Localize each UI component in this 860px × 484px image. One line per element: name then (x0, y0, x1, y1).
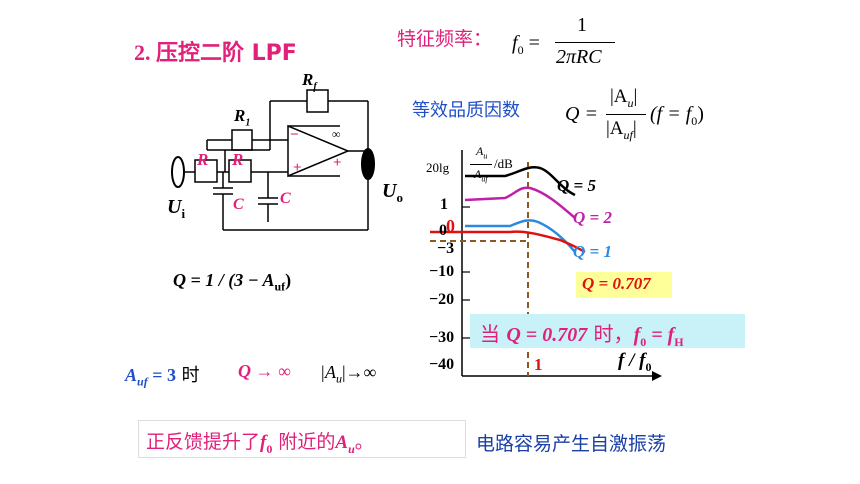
label-ui: Ui (167, 196, 186, 221)
quality-lhs: Q = (565, 103, 598, 125)
quality-fraction-bar (606, 114, 646, 115)
opamp-plus: + (333, 155, 342, 171)
tick-minus3: −3 (437, 240, 455, 257)
q0707-label-box (576, 272, 672, 298)
x-axis-arrow (652, 371, 662, 381)
plot-ylabel-num: Au (476, 144, 488, 161)
char-freq-fraction-bar (555, 42, 615, 43)
opamp-inf: ∞ (332, 127, 341, 141)
plot-ylabel-unit: /dB (494, 156, 513, 171)
label-q1: Q = 1 (573, 242, 612, 261)
char-freq-num: 1 (577, 14, 587, 36)
note-box (470, 314, 745, 348)
tick-minus20: −20 (429, 291, 455, 308)
label-r-mid: R (232, 150, 244, 169)
tick-0-red: 0 (446, 216, 455, 236)
label-c-left: C (233, 196, 244, 213)
curve-q5 (465, 166, 576, 197)
opamp-minus: − (290, 127, 299, 143)
slide-title: 2. 压控二阶 LPF (134, 35, 297, 67)
tick-minus30: −30 (429, 329, 455, 346)
curve-q1 (465, 219, 576, 253)
tick-0: 0 (439, 222, 447, 239)
quality-label: 等效品质因数 (412, 100, 520, 121)
resistor-r-mid (228, 159, 252, 183)
x-tick-1: 1 (534, 355, 543, 374)
resistor-r-left (194, 159, 218, 183)
bottom-left-text: 正反馈提升了f0 附近的Au。 (146, 431, 374, 456)
tick-1: 1 (440, 196, 448, 213)
plot-ylabel-den: Auf (474, 167, 488, 184)
label-uo: Uo (382, 180, 403, 205)
curve-q0707 (430, 230, 586, 254)
label-q0707: Q = 0.707 (582, 274, 651, 293)
quality-condition: (f = f0) (650, 103, 704, 128)
tick-minus40: −40 (429, 356, 455, 373)
title-text: 压控二阶 LPF (156, 41, 297, 66)
opamp-plus-dot: + (293, 160, 302, 176)
plot-ylabel-prefix: 20lg (426, 160, 450, 175)
au-infinity: |Au|→∞ (320, 362, 377, 386)
note-text: 当 Q = 0.707 时，f0 = fH (480, 322, 684, 349)
output-terminal (361, 148, 375, 180)
tick-minus10: −10 (429, 263, 455, 280)
title-number: 2. (134, 40, 151, 65)
auf-line: Auf = 3 时 (125, 365, 200, 389)
label-rf: Rf (302, 70, 317, 93)
label-q2: Q = 2 (573, 208, 612, 227)
char-freq-lhs: f0 = (512, 32, 540, 57)
quality-num: |Au| (610, 86, 638, 110)
label-r1: R1 (234, 106, 251, 129)
char-freq-label: 特征频率： (397, 28, 493, 50)
char-freq-den: 2πRC (556, 46, 602, 68)
label-c-right: C (280, 190, 291, 207)
bottom-left-box (138, 420, 466, 458)
quality-den: |Auf| (606, 118, 637, 142)
op-amp (287, 124, 350, 178)
plot-ylabel-bar (470, 164, 492, 165)
label-q5: Q = 5 (557, 176, 596, 195)
x-axis-label: f / f0 (618, 350, 652, 374)
curve-q2 (464, 186, 576, 219)
input-terminal (171, 156, 185, 188)
q-infinity: Q → ∞ (238, 361, 291, 381)
q-formula: Q = 1 / (3 − Auf) (173, 270, 292, 294)
bottom-right-text: 电路容易产生自激振荡 (476, 433, 667, 455)
label-r-left: R (197, 150, 209, 169)
